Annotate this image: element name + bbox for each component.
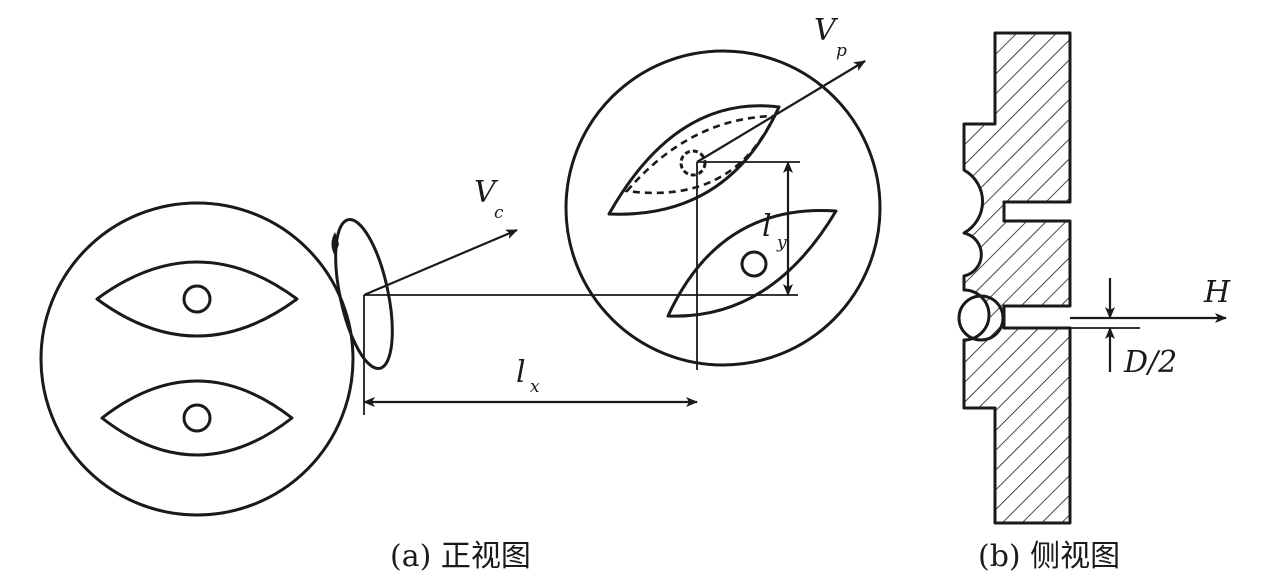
right-disc (564, 49, 882, 367)
ly-label-sub: y (776, 233, 787, 253)
left-disc-upper-pocket (95, 260, 299, 338)
side-plate-section (962, 31, 1072, 525)
left-disc (39, 201, 355, 517)
h-label: H (1203, 275, 1231, 310)
vc-label: V (474, 175, 499, 210)
vp-arrow (696, 60, 866, 163)
seed-tip (331, 232, 339, 256)
d-half-label: D/2 (1123, 345, 1177, 380)
right-disc-lower-pocket (666, 208, 838, 318)
vc-arrow (363, 228, 518, 297)
ejected-seed (331, 217, 394, 371)
side-seed-ball (957, 294, 1005, 342)
right-disc-outline (564, 49, 882, 367)
front-view-caption: (a) 正视图 (390, 539, 531, 574)
right-disc-lower-hole (740, 250, 768, 278)
side-view: H D/2 (b) 侧视图 (957, 31, 1231, 574)
vp-label-sub: p (836, 41, 847, 61)
lx-label: l (516, 355, 526, 390)
vp-label: V (814, 13, 839, 48)
right-disc-dashed-hole (679, 149, 707, 177)
left-disc-upper-hole (182, 284, 212, 314)
left-disc-lower-hole (182, 403, 212, 433)
side-view-caption: (b) 侧视图 (978, 539, 1120, 574)
vc-label-sub: c (494, 203, 504, 223)
front-view: V c V p l x l y (a) 正视图 (39, 13, 882, 574)
left-disc-lower-pocket (100, 379, 294, 457)
seed-ellipse (334, 217, 394, 371)
left-disc-outline (39, 201, 355, 517)
lx-label-sub: x (530, 377, 540, 397)
right-disc-upper-pocket (607, 104, 781, 216)
ly-label: l (762, 209, 772, 244)
